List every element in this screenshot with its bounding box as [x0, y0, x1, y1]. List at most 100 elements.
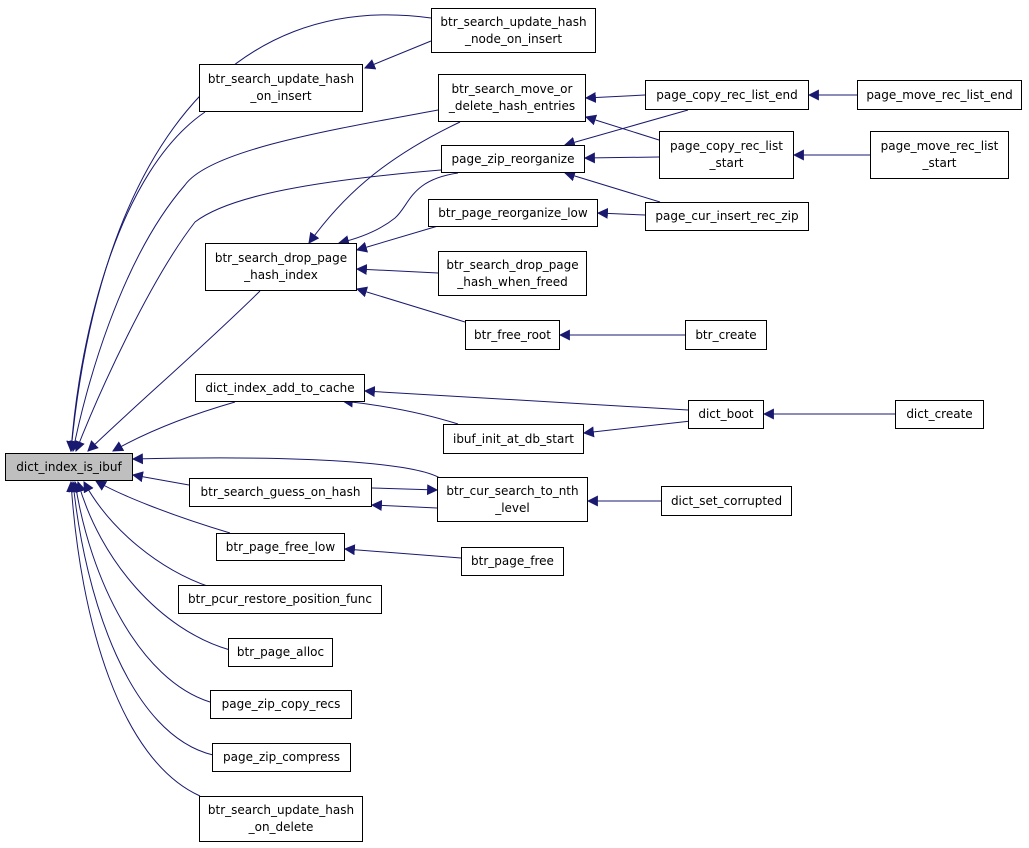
node-label-line: btr_page_free_low — [225, 539, 336, 554]
edge-page-zip-reorganize-to-dict-index-is-ibuf — [74, 169, 442, 453]
edge-btr-pcur-restore-position-func-to-dict-index-is-ibuf — [83, 481, 211, 588]
edge-btr-search-drop-page-hash-index-to-dict-index-is-ibuf — [87, 290, 261, 452]
node-label-line: btr_search_move_or — [451, 82, 573, 96]
node-label-line: btr_create — [695, 327, 757, 342]
node-label-line: dict_set_corrupted — [670, 493, 783, 508]
node-dict-index-add-to-cache[interactable]: dict_index_add_to_cache — [195, 374, 365, 402]
node-btr-page-free-low[interactable]: btr_page_free_low — [216, 533, 345, 561]
edge-btr-page-free-to-btr-page-free-low — [343, 544, 462, 559]
edge-dict-boot-to-ibuf-init-at-db-start — [582, 419, 701, 438]
edge-btr-page-free-low-to-dict-index-is-ibuf — [95, 480, 231, 534]
node-btr-page-reorganize-low[interactable]: btr_page_reorganize_low — [428, 199, 598, 227]
node-label-line: btr_search_update_hash — [440, 14, 587, 29]
edge-btr-page-reorganize-low-to-btr-search-drop-page-hash-index — [355, 225, 439, 253]
node-label-line: ibuf_init_at_db_start — [452, 431, 574, 446]
node-btr-free-root[interactable]: btr_free_root — [465, 320, 560, 350]
node-label-line: btr_search_drop_page — [214, 251, 348, 265]
node-btr-search-move-or-delete-hash-entries[interactable]: btr_search_move_or _delete_hash_entries — [438, 74, 586, 122]
edge-btr-search-drop-page-hash-when-freed-to-btr-search-drop-page-hash-index — [355, 263, 439, 275]
node-btr-search-drop-page-hash-index[interactable]: btr_search_drop_page _hash_index — [205, 243, 357, 291]
node-page-copy-rec-list-start[interactable]: page_copy_rec_list _start — [659, 131, 794, 179]
node-btr-search-guess-on-hash[interactable]: btr_search_guess_on_hash — [189, 478, 372, 507]
node-page-move-rec-list-start[interactable]: page_move_rec_list _start — [870, 131, 1009, 179]
edge-btr-free-root-to-btr-search-drop-page-hash-index — [355, 286, 466, 323]
node-btr-pcur-restore-position-func[interactable]: btr_pcur_restore_position_func — [178, 585, 382, 614]
node-btr-search-drop-page-hash-when-freed[interactable]: btr_search_drop_page _hash_when_freed — [438, 251, 587, 296]
node-label-line: btr_page_free — [471, 554, 554, 568]
node-label-line: _on_delete — [248, 820, 314, 834]
edge-btr-search-update-hash-on-delete-to-dict-index-is-ibuf — [66, 480, 201, 797]
node-label-line: page_move_rec_list — [880, 139, 999, 153]
node-dict-boot[interactable]: dict_boot — [688, 400, 764, 429]
edge-page-copy-rec-list-end-to-btr-search-move-or-delete-hash-entries — [584, 92, 646, 103]
node-label-line: page_move_rec_list_end — [866, 87, 1013, 102]
node-label-line: btr_free_root — [474, 327, 551, 342]
edge-btr-search-move-or-delete-hash-entries-to-btr-search-drop-page-hash-index — [308, 121, 461, 244]
node-dict-set-corrupted[interactable]: dict_set_corrupted — [661, 486, 792, 516]
edge-btr-search-update-hash-node-on-insert-to-dict-index-is-ibuf — [66, 14, 432, 453]
node-label-line: page_zip_reorganize — [451, 151, 575, 166]
node-label-line: btr_pcur_restore_position_func — [188, 592, 372, 606]
edge-page-cur-insert-rec-zip-to-page-zip-reorganize — [563, 170, 661, 203]
node-btr-search-update-hash-on-insert[interactable]: btr_search_update_hash _on_insert — [199, 64, 363, 112]
node-label-line: btr_page_alloc — [236, 645, 325, 659]
edge-btr-search-guess-on-hash-to-dict-index-is-ibuf — [131, 471, 190, 486]
edge-page-zip-copy-recs-to-dict-index-is-ibuf — [71, 480, 211, 703]
node-label-line: btr_cur_search_to_nth — [446, 483, 579, 498]
node-label-line: page_copy_rec_list_end — [656, 87, 798, 102]
node-label-line: dict_index_add_to_cache — [205, 380, 355, 395]
edge-btr-search-update-hash-node-on-insert-to-btr-search-update-hash-on-insert — [363, 40, 432, 70]
node-page-zip-copy-recs[interactable]: page_zip_copy_recs — [210, 690, 352, 719]
node-btr-search-update-hash-on-delete[interactable]: btr_search_update_hash _on_delete — [199, 796, 363, 842]
node-btr-cur-search-to-nth-level[interactable]: btr_cur_search_to_nth _level — [437, 477, 588, 522]
node-label-line: _node_on_insert — [464, 31, 563, 46]
edge-ibuf-init-at-db-start-to-dict-index-add-to-cache — [341, 396, 459, 425]
node-label-line: dict_boot — [698, 407, 754, 421]
node-btr-page-free[interactable]: btr_page_free — [461, 547, 564, 576]
edge-page-zip-reorganize-to-btr-search-drop-page-hash-index — [337, 172, 459, 247]
node-label-line: _hash_index — [244, 268, 318, 282]
node-label-line: btr_page_reorganize_low — [438, 205, 588, 220]
edge-page-zip-compress-to-dict-index-is-ibuf — [68, 480, 214, 756]
edge-btr-cur-search-to-nth-level-to-btr-search-guess-on-hash — [370, 499, 438, 511]
node-label-line: page_zip_compress — [222, 750, 341, 764]
node-label-line: btr_search_guess_on_hash — [200, 485, 361, 499]
edge-page-cur-insert-rec-zip-to-btr-page-reorganize-low — [596, 207, 646, 219]
node-btr-page-alloc[interactable]: btr_page_alloc — [228, 638, 333, 667]
node-label-line: btr_search_drop_page — [446, 257, 579, 272]
node-page-copy-rec-list-end[interactable]: page_copy_rec_list_end — [645, 80, 809, 110]
node-dict-create[interactable]: dict_create — [895, 400, 984, 429]
edge-btr-search-move-or-delete-hash-entries-to-dict-index-is-ibuf — [69, 109, 439, 453]
node-label-line: page_copy_rec_list — [670, 139, 783, 153]
edge-btr-cur-search-to-nth-level-to-dict-index-is-ibuf — [131, 453, 444, 481]
node-dict-index-is-ibuf: dict_index_is_ibuf — [5, 453, 133, 481]
edge-dict-index-add-to-cache-to-dict-index-is-ibuf — [112, 401, 236, 452]
edge-page-copy-rec-list-start-to-page-zip-reorganize — [583, 152, 660, 164]
edge-dict-boot-to-dict-index-add-to-cache — [363, 386, 689, 411]
node-label-line: dict_create — [906, 407, 973, 421]
edge-page-copy-rec-list-end-to-page-zip-reorganize — [563, 109, 689, 148]
node-btr-create[interactable]: btr_create — [685, 320, 767, 350]
edge-btr-search-guess-on-hash-to-btr-cur-search-to-nth-level — [371, 484, 439, 496]
node-label-line: page_zip_copy_recs — [221, 697, 341, 711]
node-page-zip-reorganize[interactable]: page_zip_reorganize — [441, 145, 585, 173]
node-page-move-rec-list-end[interactable]: page_move_rec_list_end — [857, 80, 1022, 110]
node-ibuf-init-at-db-start[interactable]: ibuf_init_at_db_start — [443, 424, 584, 454]
node-label-line: btr_search_update_hash — [207, 72, 355, 86]
node-label-line: page_cur_insert_rec_zip — [655, 209, 799, 223]
node-label-line: _delete_hash_entries — [448, 99, 576, 113]
node-label-line: _start — [709, 156, 744, 170]
node-label-line: dict_index_is_ibuf — [16, 459, 122, 474]
edge-btr-page-alloc-to-dict-index-is-ibuf — [75, 480, 231, 651]
node-label-line: btr_search_update_hash — [207, 803, 355, 817]
node-page-zip-compress[interactable]: page_zip_compress — [212, 743, 351, 772]
node-page-cur-insert-rec-zip[interactable]: page_cur_insert_rec_zip — [645, 202, 809, 231]
node-label-line: _on_insert — [250, 89, 312, 103]
node-btr-search-update-hash-node-on-insert[interactable]: btr_search_update_hash _node_on_insert — [431, 8, 596, 53]
node-label-line: _level — [495, 500, 530, 515]
node-label-line: _hash_when_freed — [457, 274, 568, 289]
edge-btr-search-update-hash-on-insert-to-dict-index-is-ibuf — [66, 111, 206, 453]
node-label-line: _start — [922, 156, 957, 170]
